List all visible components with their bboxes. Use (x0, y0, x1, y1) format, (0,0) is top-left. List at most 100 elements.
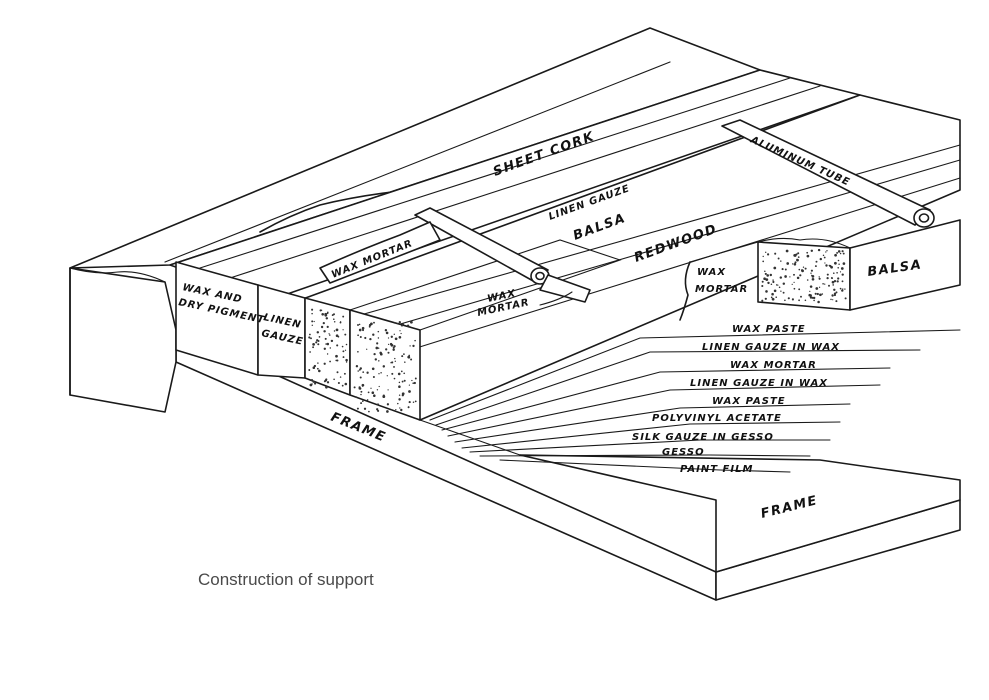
texture-dot (398, 335, 402, 339)
texture-dot (387, 351, 390, 354)
texture-dot (328, 333, 330, 335)
texture-dot (844, 288, 846, 290)
texture-dot (412, 382, 415, 385)
texture-dot (370, 387, 372, 389)
texture-dot (353, 386, 356, 389)
texture-dot (394, 360, 396, 362)
texture-dot (355, 396, 358, 398)
texture-dot (314, 382, 317, 385)
texture-dot (772, 279, 774, 281)
layer-label: LINEN GAUZE IN WAX (702, 342, 840, 353)
texture-dot (313, 320, 315, 323)
texture-dot (765, 278, 769, 281)
texture-dot (795, 253, 798, 256)
texture-dot (810, 272, 812, 274)
texture-dot (408, 401, 411, 404)
texture-dot (384, 329, 388, 332)
texture-dot (414, 400, 417, 403)
texture-dot (813, 296, 816, 300)
texture-dot (815, 260, 818, 263)
texture-dot (329, 347, 332, 349)
texture-dot (409, 325, 411, 328)
label-wax-mortar-right-2: MORTAR (695, 284, 748, 295)
texture-dot (824, 262, 826, 264)
texture-dot (407, 355, 411, 359)
texture-dot (391, 372, 394, 375)
texture-dot (408, 354, 411, 357)
texture-dot (326, 312, 329, 315)
texture-dot (398, 394, 401, 396)
texture-dot (308, 336, 311, 339)
texture-dot (766, 274, 769, 277)
texture-dot (337, 381, 340, 385)
texture-dot (818, 286, 821, 288)
layer-label: SILK GAUZE IN GESSO (632, 432, 774, 443)
texture-dot (810, 249, 813, 252)
texture-dot (410, 358, 413, 361)
texture-dot (339, 376, 342, 378)
texture-dot (839, 252, 842, 255)
texture-dot (369, 337, 372, 341)
texture-dot (786, 262, 790, 265)
texture-dot (372, 375, 375, 379)
texture-dot (322, 321, 325, 325)
texture-dot (403, 379, 406, 382)
texture-dot (821, 293, 824, 295)
texture-dot (837, 250, 841, 253)
texture-dot (769, 273, 773, 277)
texture-dot (826, 276, 829, 280)
texture-dot (326, 353, 329, 355)
texture-dot (412, 344, 415, 348)
texture-dot (325, 317, 329, 320)
texture-dot (357, 350, 359, 353)
texture-dot (833, 292, 837, 295)
texture-dot (761, 284, 764, 288)
texture-dot (376, 342, 379, 345)
texture-dot (342, 356, 345, 359)
texture-dot (335, 334, 339, 338)
layer-label: WAX PASTE (712, 396, 786, 407)
texture-dot (793, 281, 795, 284)
texture-dot (841, 273, 844, 276)
texture-dot (387, 337, 390, 339)
texture-dot (841, 250, 844, 253)
texture-dot (393, 345, 396, 348)
texture-dot (316, 331, 320, 334)
texture-dot (398, 381, 401, 384)
texture-dot (823, 256, 826, 259)
texture-dot (839, 271, 842, 273)
texture-dot (357, 334, 359, 337)
texture-dot (363, 407, 367, 410)
texture-dot (393, 365, 395, 368)
texture-dot (398, 385, 401, 388)
texture-dot (377, 330, 380, 333)
texture-dot (360, 402, 363, 405)
texture-dot (402, 323, 405, 326)
texture-dot (362, 371, 365, 373)
aluminum-tube-right (721, 119, 935, 228)
texture-dot (796, 258, 799, 262)
texture-dot (336, 344, 339, 347)
texture-dot (310, 337, 312, 340)
texture-dot (379, 351, 382, 355)
texture-dot (362, 385, 364, 387)
texture-dot (393, 333, 395, 335)
texture-dot (366, 371, 369, 374)
texture-dot (763, 277, 766, 281)
texture-dot (770, 296, 773, 299)
texture-dot (782, 282, 786, 285)
texture-dot (392, 348, 395, 352)
texture-dot (403, 353, 405, 355)
texture-dot (377, 347, 380, 349)
wax-mortar-right-slot (679, 241, 759, 321)
texture-dot (387, 389, 389, 391)
texture-dot (345, 361, 348, 363)
texture-dot (775, 284, 778, 286)
texture-dot (376, 389, 379, 391)
texture-dot (380, 372, 382, 374)
texture-dot (809, 285, 813, 288)
texture-dot (806, 254, 810, 258)
texture-dot (840, 267, 844, 270)
frame-slab (175, 329, 961, 601)
